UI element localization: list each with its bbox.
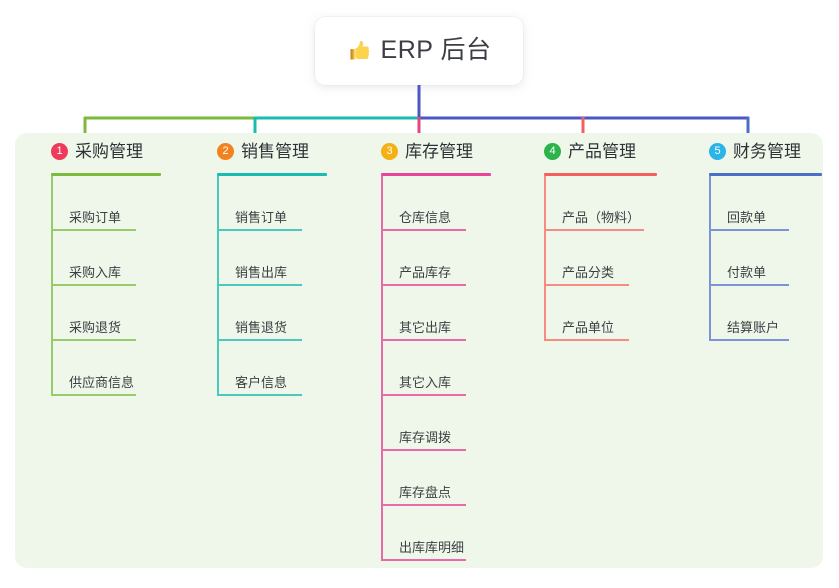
module-title: 采购管理 [75, 142, 143, 161]
module-spine [709, 176, 711, 339]
module-title: 库存管理 [405, 142, 473, 161]
module-spine [381, 176, 383, 559]
module-leaf-rule [544, 229, 644, 231]
module-leaf-item[interactable]: 供应商信息 [69, 375, 135, 390]
module-leaf-rule [381, 339, 466, 341]
module-leaf-item[interactable]: 产品分类 [562, 265, 615, 280]
module-leaf-item[interactable]: 销售出库 [235, 265, 288, 280]
module-leaf-rule [217, 229, 302, 231]
module-header[interactable]: 3 库存管理 [381, 143, 473, 160]
module-leaf-item[interactable]: 付款单 [727, 265, 767, 280]
module-leaf-rule [381, 449, 466, 451]
root-node-content: ERP 后台 [347, 35, 492, 64]
root-node-title: ERP 后台 [380, 35, 492, 64]
module-leaf-item[interactable]: 采购入库 [69, 265, 122, 280]
modules-panel: 1 采购管理采购订单采购入库采购退货供应商信息 2 销售管理销售订单销售出库销售退货客… [15, 133, 823, 568]
module-header[interactable]: 4 产品管理 [544, 143, 636, 160]
module-leaf-item[interactable]: 出库库明细 [399, 540, 465, 555]
module-header-rule [217, 173, 327, 176]
module-header[interactable]: 2 销售管理 [217, 143, 309, 160]
module-number-badge: 2 [217, 143, 234, 160]
module-leaf-item[interactable]: 产品单位 [562, 320, 615, 335]
module-number-badge: 3 [381, 143, 398, 160]
module-leaf-item[interactable]: 回款单 [727, 210, 767, 225]
module-leaf-item[interactable]: 采购订单 [69, 210, 122, 225]
module-title: 产品管理 [568, 142, 636, 161]
module-leaf-rule [51, 394, 136, 396]
module-leaf-item[interactable]: 销售订单 [235, 210, 288, 225]
module-leaf-rule [544, 339, 629, 341]
module-leaf-rule [381, 229, 466, 231]
module-leaf-rule [51, 229, 136, 231]
module-leaf-rule [381, 504, 466, 506]
module-number-badge: 4 [544, 143, 561, 160]
module-header-rule [544, 173, 657, 176]
module-header[interactable]: 5 财务管理 [709, 143, 801, 160]
root-node-card[interactable]: ERP 后台 [315, 17, 523, 85]
module-leaf-rule [217, 284, 302, 286]
module-leaf-rule [709, 339, 789, 341]
module-leaf-rule [709, 229, 789, 231]
module-leaf-item[interactable]: 库存调拨 [399, 430, 452, 445]
module-title: 销售管理 [241, 142, 309, 161]
module-leaf-rule [51, 284, 136, 286]
module-leaf-item[interactable]: 产品库存 [399, 265, 452, 280]
module-leaf-item[interactable]: 采购退货 [69, 320, 122, 335]
module-leaf-rule [51, 339, 136, 341]
module-title: 财务管理 [733, 142, 801, 161]
module-leaf-item[interactable]: 仓库信息 [399, 210, 452, 225]
module-leaf-item[interactable]: 结算账户 [727, 320, 780, 335]
module-leaf-item[interactable]: 库存盘点 [399, 485, 452, 500]
module-header-rule [381, 173, 491, 176]
module-leaf-item[interactable]: 客户信息 [235, 375, 288, 390]
module-leaf-item[interactable]: 其它出库 [399, 320, 452, 335]
module-header-rule [709, 173, 822, 176]
module-header[interactable]: 1 采购管理 [51, 143, 143, 160]
module-leaf-item[interactable]: 销售退货 [235, 320, 288, 335]
module-leaf-rule [709, 284, 789, 286]
module-leaf-rule [381, 559, 466, 561]
module-number-badge: 1 [51, 143, 68, 160]
module-number-badge: 5 [709, 143, 726, 160]
module-leaf-item[interactable]: 其它入库 [399, 375, 452, 390]
module-leaf-rule [381, 394, 466, 396]
module-spine [544, 176, 546, 339]
module-leaf-item[interactable]: 产品（物料） [562, 210, 641, 225]
module-leaf-rule [217, 339, 302, 341]
module-leaf-rule [544, 284, 629, 286]
module-leaf-rule [217, 394, 302, 396]
thumbs-up-icon [350, 40, 369, 60]
module-header-rule [51, 173, 161, 176]
module-leaf-rule [381, 284, 466, 286]
